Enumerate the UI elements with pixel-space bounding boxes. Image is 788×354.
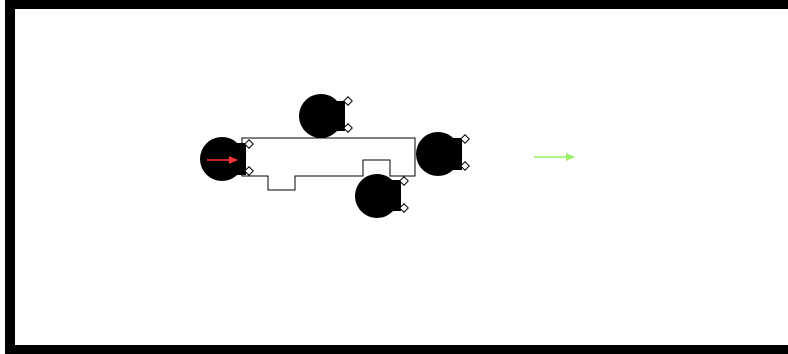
- robot-3[interactable]: [416, 132, 470, 176]
- arena-wall-left: [5, 0, 15, 354]
- robot-1[interactable]: [200, 137, 254, 181]
- robot-body: [355, 174, 399, 218]
- gripper-tip-upper: [343, 96, 353, 106]
- gripper-tip-lower: [244, 166, 254, 176]
- pushed-object[interactable]: [241, 137, 416, 191]
- gripper-tip-lower: [460, 161, 470, 171]
- gripper-tip-upper: [460, 134, 470, 144]
- arena-wall-top: [5, 0, 788, 9]
- arena-walls: [5, 0, 788, 354]
- gripper-tip-upper: [399, 176, 409, 186]
- robot-4[interactable]: [355, 174, 409, 218]
- arena-wall-bottom: [5, 345, 788, 354]
- gripper-tip-lower: [399, 203, 409, 213]
- robot-body: [200, 137, 244, 181]
- robot-body: [299, 94, 343, 138]
- robot-body: [416, 132, 460, 176]
- gripper-tip-lower: [343, 123, 353, 133]
- robot-2[interactable]: [299, 94, 353, 138]
- gripper-tip-upper: [244, 139, 254, 149]
